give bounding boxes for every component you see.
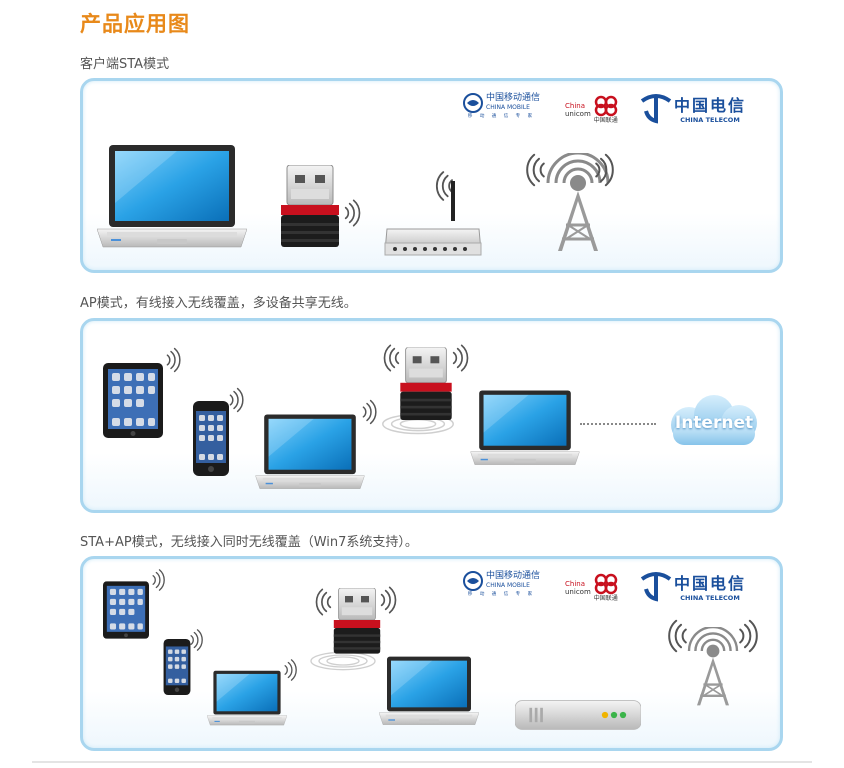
wifi-signal-icon <box>151 569 167 591</box>
section-1-caption: 客户端STA模式 <box>80 53 169 72</box>
usb-wifi-dongle <box>329 587 385 657</box>
china-unicom-knot-icon <box>591 95 621 117</box>
china-telecom-logo: 中国电信 CHINA TELECOM <box>638 569 746 603</box>
china-telecom-en: CHINA TELECOM <box>680 594 740 602</box>
laptop <box>470 389 580 469</box>
wifi-signal-icon <box>343 198 363 228</box>
china-unicom-en2: unicom <box>565 588 591 596</box>
china-unicom-en1: China <box>565 580 591 588</box>
page-title: 产品应用图 <box>80 8 190 38</box>
china-telecom-cn: 中国电信 <box>674 92 746 116</box>
adsl-modem <box>513 697 643 733</box>
wifi-signal-icon <box>593 153 617 187</box>
china-telecom-cn: 中国电信 <box>674 570 746 594</box>
china-mobile-logo: 中国移动通信 CHINA MOBILE 移 动 通 信 专 家 <box>463 93 540 119</box>
usb-wifi-dongle <box>275 165 345 250</box>
china-mobile-en: CHINA MOBILE <box>486 103 540 113</box>
china-mobile-logo: 中国移动通信 CHINA MOBILE 移 动 通 信 专 家 <box>463 571 540 597</box>
section-3-caption: STA+AP模式，无线接入同时无线覆盖（Win7系统支持）。 <box>80 531 418 550</box>
china-unicom-en2: unicom <box>565 110 591 118</box>
china-mobile-cn: 中国移动通信 <box>486 93 540 103</box>
wifi-signal-icon <box>283 659 299 681</box>
china-mobile-slogan: 移 动 通 信 专 家 <box>468 113 535 119</box>
usb-wifi-dongle <box>395 347 457 423</box>
sta-mode-panel: 中国移动通信 CHINA MOBILE 移 动 通 信 专 家 China un… <box>80 78 783 273</box>
china-unicom-cn: 中国联通 <box>594 117 618 125</box>
china-mobile-cn: 中国移动通信 <box>486 571 540 581</box>
wifi-signal-icon <box>451 343 471 373</box>
wifi-signal-icon <box>228 387 246 413</box>
laptop <box>255 413 365 493</box>
wifi-signal-icon <box>737 619 761 653</box>
section-2-caption: AP模式，有线接入无线覆盖，多设备共享无线。 <box>80 292 357 311</box>
internet-label: Internet <box>659 413 769 433</box>
tablet <box>103 581 149 639</box>
tablet <box>103 363 163 438</box>
wired-connection-line <box>580 423 656 425</box>
china-telecom-logo: 中国电信 CHINA TELECOM <box>638 91 746 125</box>
internet-cloud: Internet <box>659 393 769 449</box>
wireless-router <box>383 181 483 261</box>
sta-ap-mode-panel: 中国移动通信 CHINA MOBILE 移 动 通 信 专 家 China un… <box>80 556 783 751</box>
china-telecom-icon <box>638 91 674 125</box>
china-mobile-icon <box>463 571 483 591</box>
laptop <box>379 655 479 729</box>
china-mobile-en: CHINA MOBILE <box>486 581 540 591</box>
wifi-signal-icon <box>189 629 205 651</box>
china-unicom-logo: China unicom 中国联通 <box>565 95 621 125</box>
china-mobile-slogan: 移 动 通 信 专 家 <box>468 591 535 597</box>
wifi-signal-icon <box>165 347 183 373</box>
china-telecom-en: CHINA TELECOM <box>680 116 740 124</box>
laptop <box>97 143 247 253</box>
china-unicom-cn: 中国联通 <box>594 595 618 603</box>
smartphone <box>193 401 229 476</box>
bottom-divider <box>32 761 812 763</box>
laptop <box>207 669 287 729</box>
wifi-signal-icon <box>379 585 399 615</box>
china-unicom-en1: China <box>565 102 591 110</box>
ap-mode-panel: Internet <box>80 318 783 513</box>
china-mobile-icon <box>463 93 483 113</box>
china-unicom-logo: China unicom 中国联通 <box>565 573 621 603</box>
china-telecom-icon <box>638 569 674 603</box>
smartphone <box>163 639 191 695</box>
china-unicom-knot-icon <box>591 573 621 595</box>
